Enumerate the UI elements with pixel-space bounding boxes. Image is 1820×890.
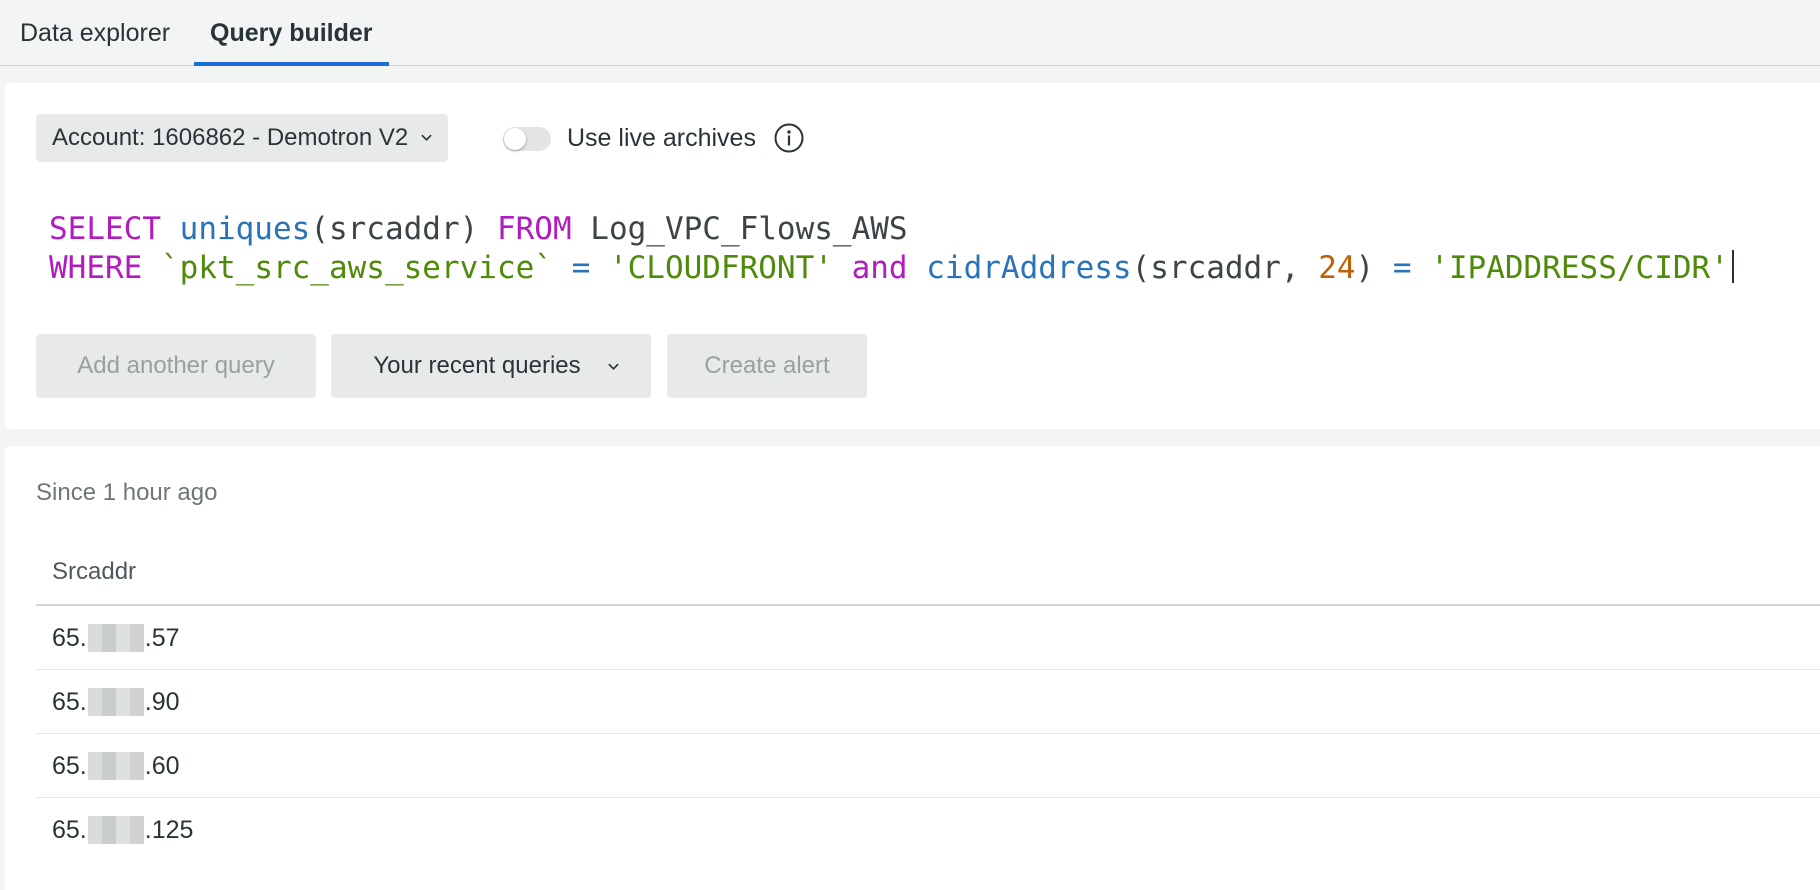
- tab-data-explorer[interactable]: Data explorer: [20, 19, 171, 47]
- operator-equals: =: [571, 250, 591, 286]
- redacted-block: [87, 623, 144, 652]
- chevron-down-icon: [421, 134, 432, 141]
- function-uniques: uniques: [179, 211, 311, 247]
- string-literal: 'CLOUDFRONT': [608, 250, 833, 286]
- keyword-where: WHERE: [49, 250, 143, 286]
- ip-prefix: 65.: [52, 751, 87, 780]
- chevron-down-icon: [608, 363, 619, 370]
- recent-queries-label: Your recent queries: [373, 352, 581, 379]
- keyword-from: FROM: [496, 211, 572, 247]
- table-row: 65. .60: [36, 734, 1820, 798]
- ip-prefix: 65.: [52, 687, 87, 716]
- redacted-block: [87, 816, 144, 844]
- ip-suffix: .90: [144, 687, 180, 716]
- attribute-name: `pkt_src_aws_service`: [161, 250, 553, 286]
- ip-suffix: .125: [144, 816, 194, 844]
- keyword-select: SELECT: [49, 211, 161, 247]
- redacted-block: [87, 751, 144, 780]
- tab-query-builder[interactable]: Query builder: [194, 0, 389, 66]
- query-panel: Account: 1606862 - Demotron V2 Use live …: [5, 83, 1820, 429]
- column-header-srcaddr[interactable]: Srcaddr: [36, 538, 1820, 606]
- account-select[interactable]: Account: 1606862 - Demotron V2: [36, 114, 449, 162]
- ip-suffix: .57: [144, 623, 180, 652]
- results-table: Srcaddr 65. .57 65. .90 65. .60 65. .125: [36, 538, 1820, 862]
- event-type: Log_VPC_Flows_AWS: [590, 211, 908, 247]
- query-line-1: SELECT uniques(srcaddr) FROM Log_VPC_Flo…: [49, 211, 908, 247]
- function-args-open: (srcaddr,: [1131, 250, 1319, 286]
- info-icon[interactable]: [773, 122, 805, 154]
- live-archives-toggle[interactable]: [503, 127, 551, 151]
- time-range-label: Since 1 hour ago: [36, 479, 218, 506]
- redacted-block: [87, 687, 144, 716]
- tab-bar: Data explorer Query builder: [0, 0, 1820, 66]
- function-cidraddress: cidrAddress: [926, 250, 1132, 286]
- ip-suffix: .60: [144, 751, 180, 780]
- string-literal: 'IPADDRESS/CIDR': [1430, 250, 1729, 286]
- operator-equals: =: [1392, 250, 1412, 286]
- table-row: 65. .90: [36, 670, 1820, 734]
- ip-prefix: 65.: [52, 623, 87, 652]
- text-cursor: [1731, 250, 1734, 283]
- add-another-query-button[interactable]: Add another query: [36, 334, 316, 398]
- table-row: 65. .125: [36, 798, 1820, 862]
- function-args-close: ): [1355, 250, 1375, 286]
- nrql-editor[interactable]: SELECT uniques(srcaddr) FROM Log_VPC_Flo…: [49, 210, 1734, 288]
- keyword-and: and: [851, 250, 908, 286]
- results-panel: Since 1 hour ago Srcaddr 65. .57 65. .90 6…: [5, 446, 1820, 890]
- query-line-2: WHERE `pkt_src_aws_service` = 'CLOUDFRON…: [49, 250, 1734, 286]
- live-archives-label: Use live archives: [567, 124, 756, 152]
- recent-queries-button[interactable]: Your recent queries: [331, 334, 651, 398]
- function-args: (srcaddr): [310, 211, 479, 247]
- table-row: 65. .57: [36, 606, 1820, 670]
- number-literal: 24: [1318, 250, 1356, 286]
- ip-prefix: 65.: [52, 816, 87, 844]
- account-select-label: Account: 1606862 - Demotron V2: [52, 124, 409, 151]
- toggle-knob: [504, 128, 526, 150]
- create-alert-button[interactable]: Create alert: [667, 334, 867, 398]
